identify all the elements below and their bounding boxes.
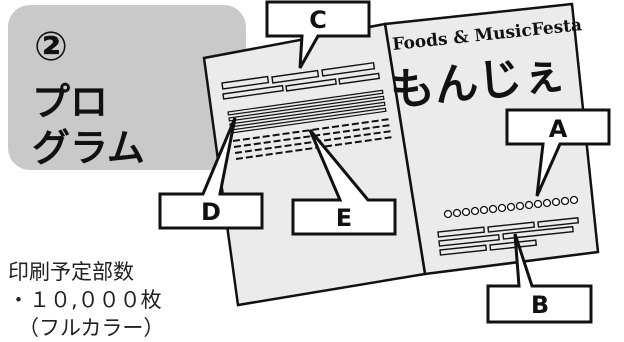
section-title-line1: プロ — [32, 80, 109, 124]
print-info: 印刷予定部数 ・１０,０００枚 （フルカラー） — [8, 258, 164, 342]
right-page-text-block — [437, 217, 580, 256]
callout-c: C — [265, 0, 371, 69]
brochure-fold — [384, 23, 426, 275]
callout-a: A — [505, 108, 611, 197]
section-number: ② — [34, 24, 68, 70]
callout-e-label: E — [336, 204, 352, 232]
left-page-dashed-text — [232, 118, 394, 160]
print-info-heading: 印刷予定部数 — [8, 260, 134, 284]
right-page-circle-row — [443, 195, 579, 219]
left-page-upper-text — [221, 61, 381, 100]
section-badge: ② プロ グラム — [8, 5, 246, 170]
callout-b: B — [486, 233, 593, 324]
print-info-note: （フルカラー） — [18, 316, 165, 340]
callout-c-label: C — [309, 6, 327, 34]
callout-e: E — [291, 129, 397, 236]
print-info-count: ・１０,０００枚 — [8, 288, 162, 312]
callout-d: D — [158, 117, 264, 230]
callout-d-label: D — [201, 198, 221, 226]
callout-a-label: A — [549, 115, 568, 143]
section-title-line2: グラム — [32, 126, 145, 170]
section-title: プロ グラム — [32, 79, 145, 171]
callout-b-label: B — [531, 291, 549, 319]
